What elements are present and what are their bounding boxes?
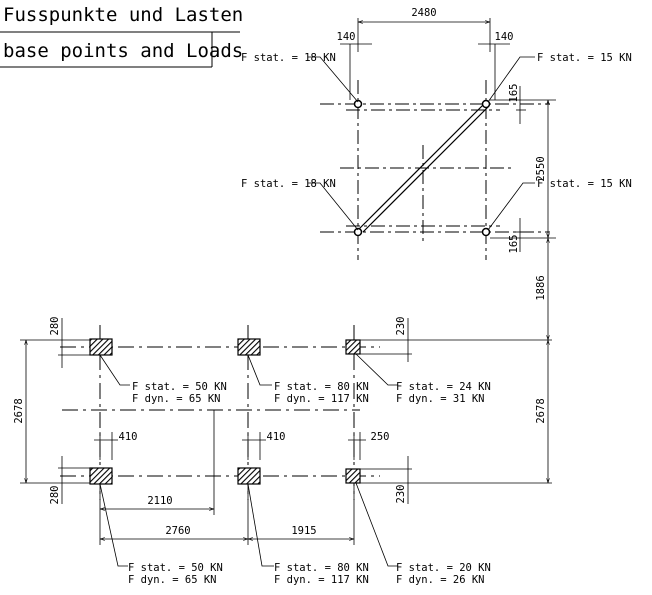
load-bottom-right: F stat. = 15 KN bbox=[537, 178, 632, 190]
dim-top-offset-right: 140 bbox=[495, 31, 514, 43]
dim-pad-width-left: 410 bbox=[119, 431, 138, 443]
load-base-lower-left-dyn: F dyn. = 65 KN bbox=[128, 574, 217, 586]
dim-pad-height-lower-right: 230 bbox=[395, 485, 407, 504]
dim-top-offset-upper: 165 bbox=[508, 84, 520, 103]
dim-span-2760: 2760 bbox=[165, 525, 190, 537]
load-base-lower-left-stat: F stat. = 50 KN bbox=[128, 562, 223, 574]
dim-pad-height-lower-left: 280 bbox=[49, 486, 61, 505]
load-base-lower-mid-stat: F stat. = 80 KN bbox=[274, 562, 369, 574]
title-german: Fusspunkte und Lasten bbox=[3, 4, 243, 26]
dim-pad-width-right: 250 bbox=[371, 431, 390, 443]
load-base-lower-mid-dyn: F dyn. = 117 KN bbox=[274, 574, 369, 586]
load-base-upper-left-dyn: F dyn. = 65 KN bbox=[132, 393, 221, 405]
dim-top-height: 2550 bbox=[535, 156, 547, 181]
load-base-upper-right-stat: F stat. = 24 KN bbox=[396, 381, 491, 393]
dim-pad-height-upper-left: 280 bbox=[49, 317, 61, 336]
load-top-right: F stat. = 15 KN bbox=[537, 52, 632, 64]
title-block bbox=[0, 31, 240, 68]
dim-pad-width-mid: 410 bbox=[267, 431, 286, 443]
dim-top-offset-left: 140 bbox=[337, 31, 356, 43]
dim-span-2110: 2110 bbox=[147, 495, 172, 507]
dim-top-width: 2480 bbox=[411, 7, 436, 19]
load-base-lower-right-dyn: F dyn. = 26 KN bbox=[396, 574, 485, 586]
load-base-upper-mid-stat: F stat. = 80 KN bbox=[274, 381, 369, 393]
title-english: base points and Loads bbox=[3, 40, 243, 62]
base-points bbox=[20, 318, 552, 567]
load-base-upper-mid-dyn: F dyn. = 117 KN bbox=[274, 393, 369, 405]
load-top-left: F stat. = 18 KN bbox=[241, 52, 336, 64]
dim-lower-height-left: 2678 bbox=[13, 398, 25, 423]
dim-span-1915: 1915 bbox=[291, 525, 316, 537]
dim-top-offset-lower: 165 bbox=[508, 235, 520, 254]
dim-lower-height-right: 2678 bbox=[535, 398, 547, 423]
dim-pad-height-upper-right: 230 bbox=[395, 317, 407, 336]
upper-frame bbox=[308, 18, 556, 340]
load-base-upper-right-dyn: F dyn. = 31 KN bbox=[396, 393, 485, 405]
load-bottom-left: F stat. = 18 KN bbox=[241, 178, 336, 190]
dim-gap-vertical: 1886 bbox=[535, 275, 547, 300]
load-base-upper-left-stat: F stat. = 50 KN bbox=[132, 381, 227, 393]
load-base-lower-right-stat: F stat. = 20 KN bbox=[396, 562, 491, 574]
